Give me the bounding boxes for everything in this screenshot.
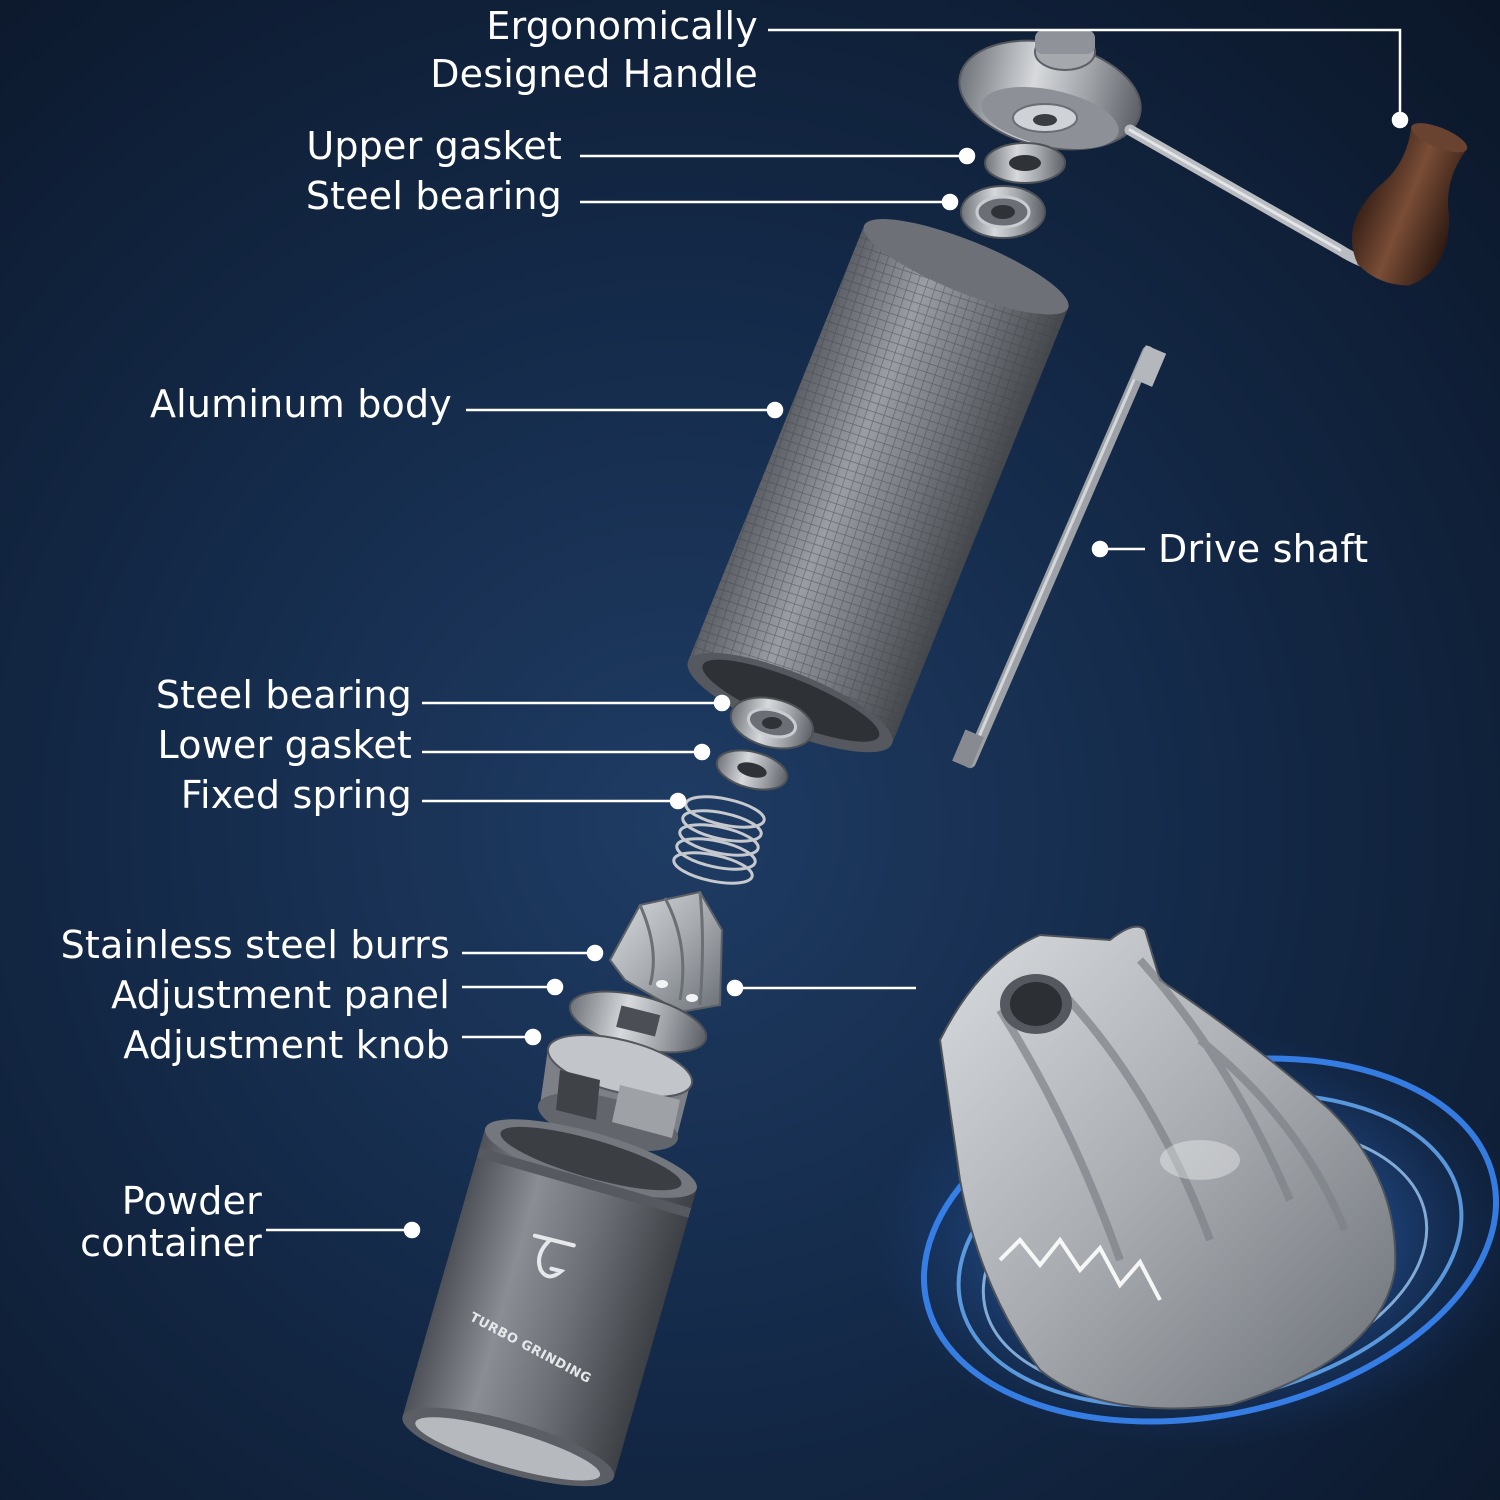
drive-shaft [952,345,1167,769]
label-adjustment-panel: Adjustment panel [111,973,450,1017]
large-burr-closeup [870,925,1500,1450]
label-powder-container: Powder container [40,1180,262,1264]
label-handle-line1: Ergonomically [486,4,758,48]
adjustment-knob [537,1034,694,1152]
handle [958,30,1468,286]
label-steel-bearing-top: Steel bearing [305,174,562,218]
lower-gasket [715,749,789,791]
label-lower-gasket: Lower gasket [157,723,412,767]
label-fixed-spring: Fixed spring [180,773,412,817]
brand-logo [514,1222,587,1295]
label-powder-line2: container [80,1221,262,1265]
aluminum-body [687,219,1069,753]
label-handle-line2: Designed Handle [430,52,758,96]
fixed-spring [672,795,766,885]
steel-bearing-top [960,185,1046,239]
label-aluminum-body: Aluminum body [149,382,452,426]
label-drive-shaft: Drive shaft [1158,527,1369,571]
small-burr [608,890,724,1014]
brand-logo-icon [532,1233,576,1279]
leader-lines [266,28,1409,1239]
label-powder-line1: Powder [121,1179,262,1223]
upper-gasket [984,142,1066,184]
label-steel-bearing-bottom: Steel bearing [155,673,412,717]
label-upper-gasket: Upper gasket [306,124,562,168]
powder-container [402,1119,697,1487]
label-adjustment-knob: Adjustment knob [123,1023,450,1067]
label-burrs: Stainless steel burrs [60,923,450,967]
label-handle: Ergonomically Designed Handle [380,2,758,98]
steel-bearing-bottom [729,696,815,750]
